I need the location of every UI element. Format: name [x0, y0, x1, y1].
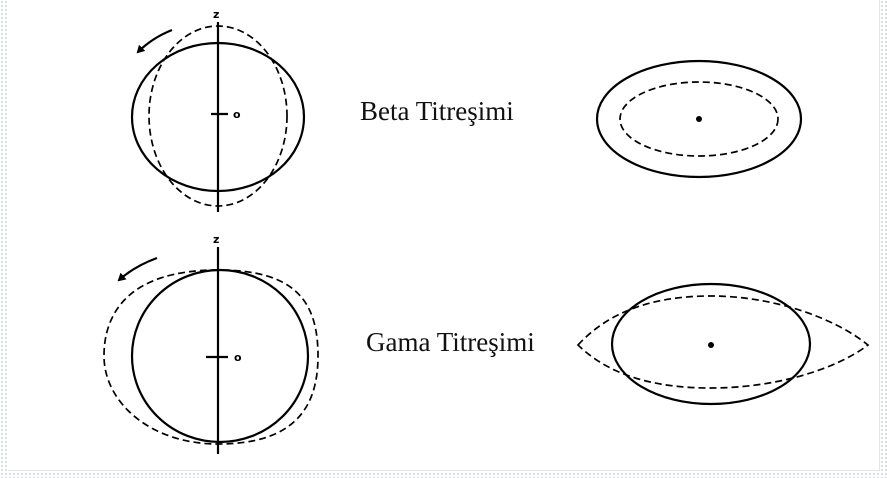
- beta-top-solid-outline: [595, 59, 803, 179]
- gama-side-dashed-outline: [103, 269, 319, 445]
- beta-rotation-arrow-icon: [136, 28, 173, 54]
- gama-rotation-arrow-icon: [117, 256, 158, 282]
- gama-origin-label: o: [234, 351, 242, 364]
- gama-top-dashed-outline: [576, 295, 870, 389]
- gama-vibration-label: Gama Titreşimi: [366, 327, 535, 357]
- gama-side-view: z o: [103, 233, 319, 454]
- gama-side-solid-outline: [130, 268, 310, 444]
- gama-z-axis-label: z: [213, 233, 219, 246]
- gama-top-solid-outline: [610, 282, 812, 406]
- beta-top-dashed-outline: [619, 81, 779, 157]
- beta-top-view: [595, 59, 803, 179]
- beta-origin-label: o: [233, 108, 241, 121]
- beta-side-view: z o: [130, 8, 306, 212]
- gama-top-view: [576, 282, 870, 406]
- beta-z-axis-label: z: [213, 8, 219, 21]
- beta-top-center-dot: [696, 116, 702, 122]
- beta-side-dashed-outline: [148, 25, 288, 207]
- beta-side-solid-outline: [130, 41, 306, 193]
- figure-panel: [8, 0, 880, 471]
- gama-top-center-dot: [708, 342, 714, 348]
- beta-vibration-label: Beta Titreşimi: [360, 96, 514, 126]
